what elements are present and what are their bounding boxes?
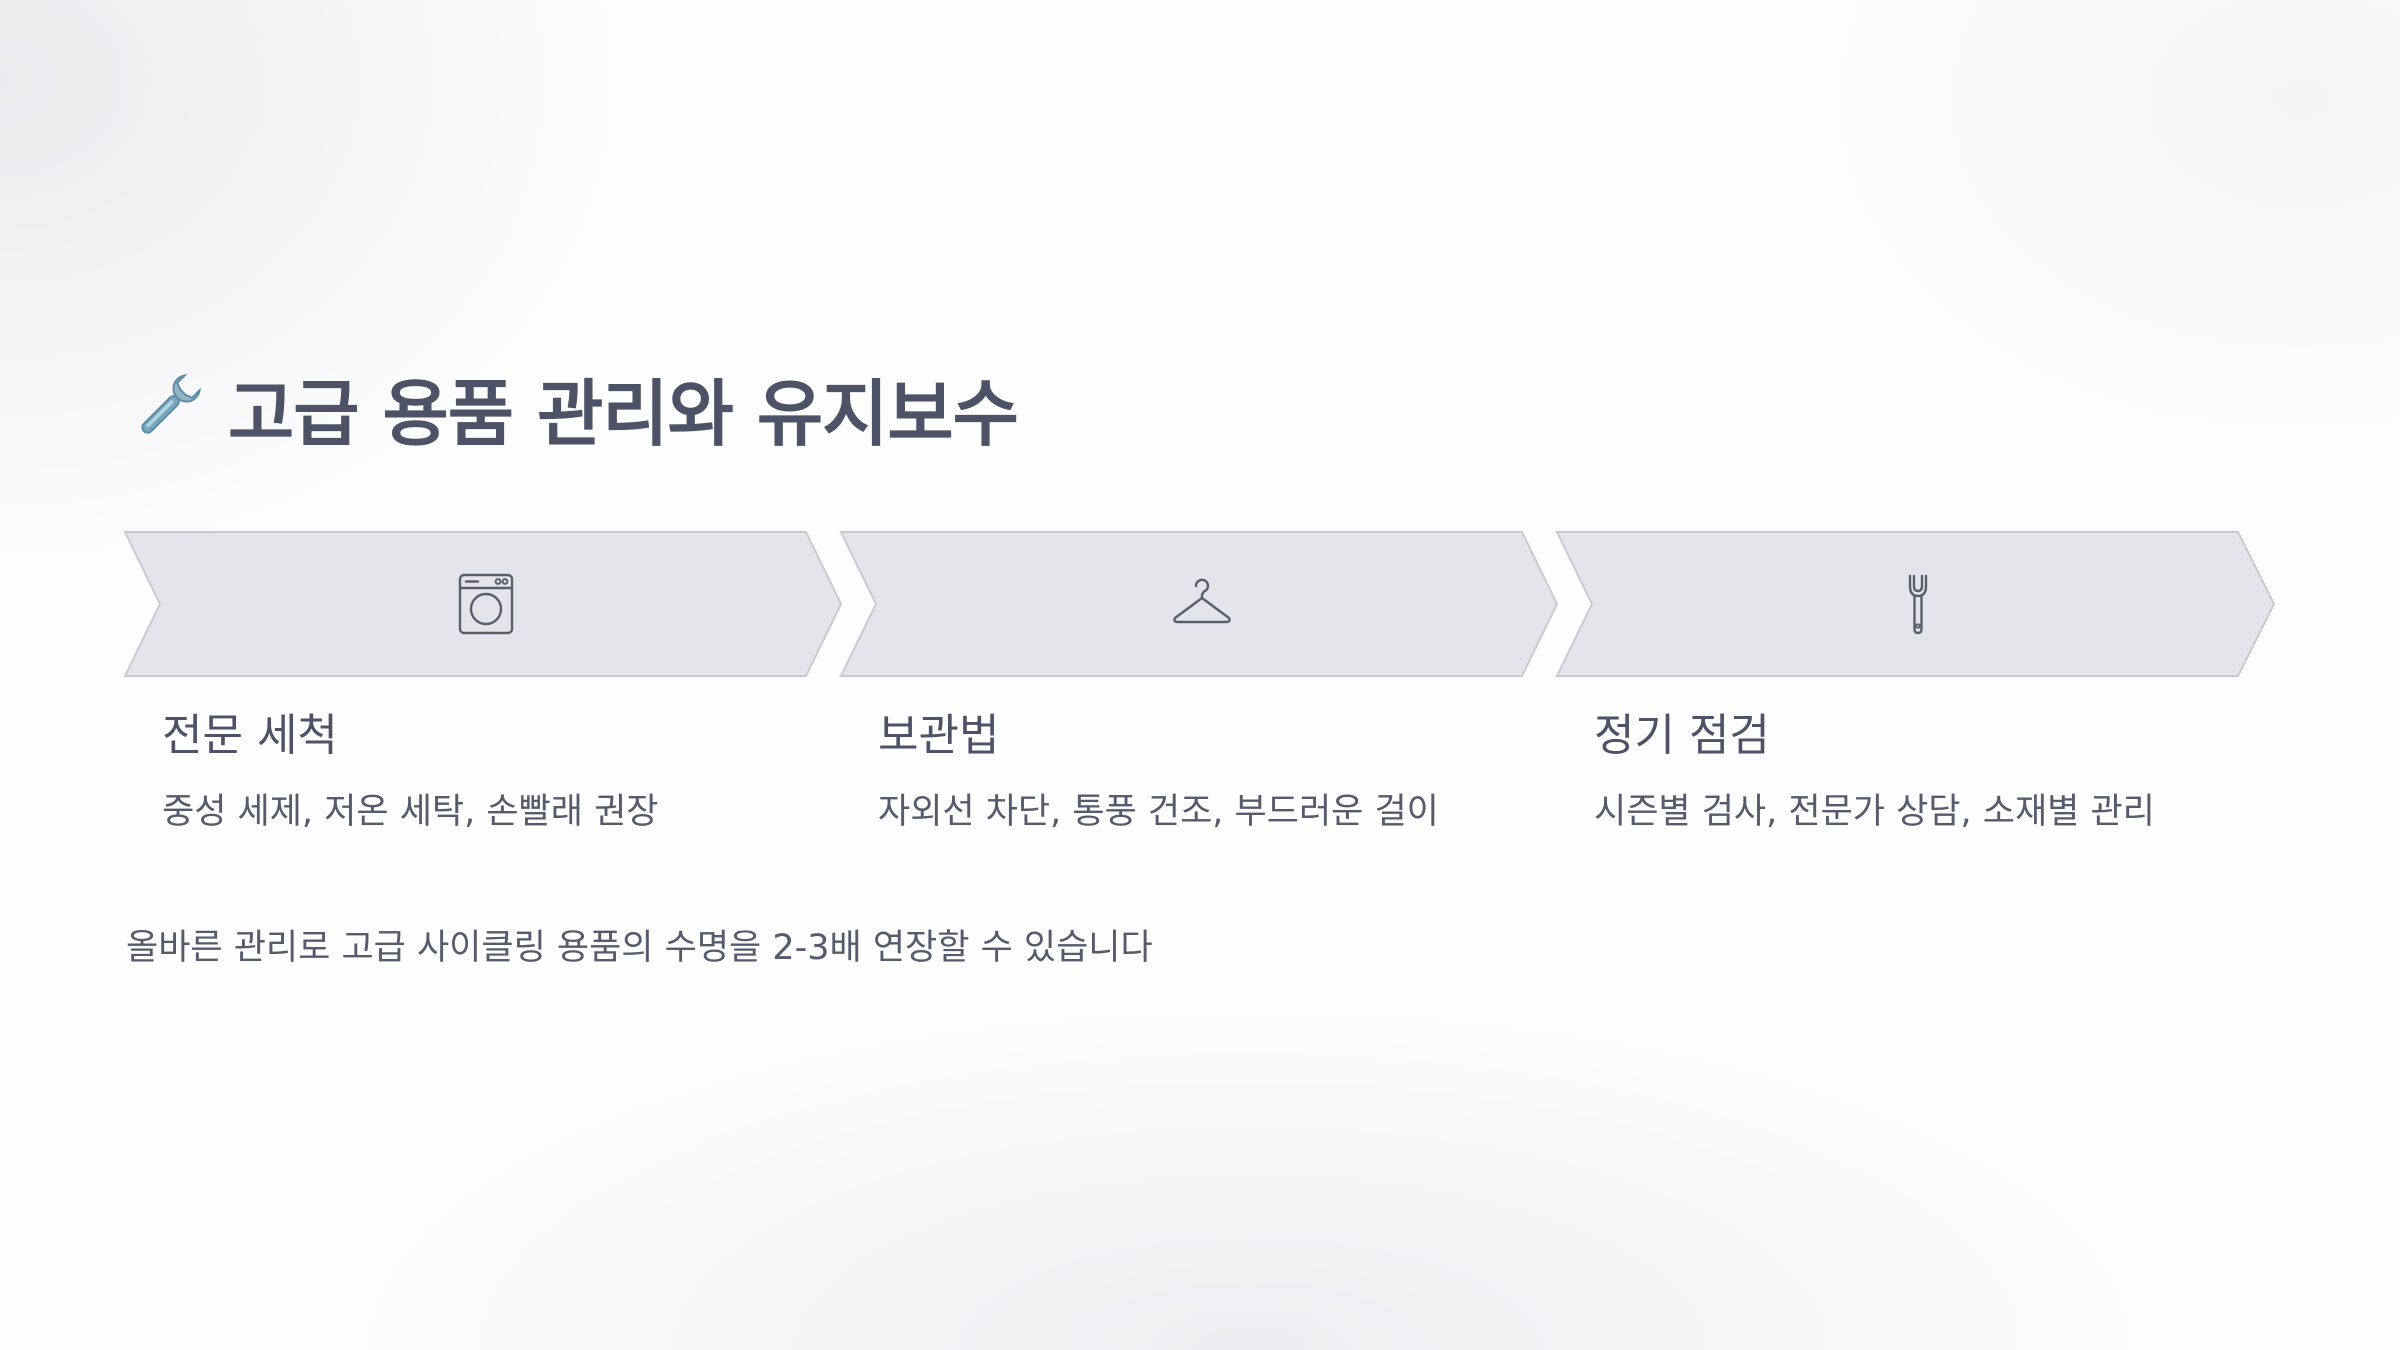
wrench-icon [141,374,201,434]
step-description: 시즌별 검사, 전문가 상담, 소재별 관리 [1594,792,2155,832]
chevron-step-2 [839,531,1559,677]
wrench-icon [1908,574,1928,635]
process-chevrons [124,530,2276,678]
washing-machine-icon [458,573,514,635]
step-description: 중성 세제, 저온 세탁, 손빨래 권장 [162,792,659,832]
step-title: 전문 세척 [162,710,338,761]
step-captions: 전문 세척 중성 세제, 저온 세탁, 손빨래 권장 보관법 자외선 차단, 통… [0,705,2400,855]
page-title-text: 고급 용품 관리와 유지보수 [228,371,1019,456]
step-caption-storage: 보관법 자외선 차단, 통풍 건조, 부드러운 걸이 [878,705,1538,835]
step-description: 자외선 차단, 통풍 건조, 부드러운 걸이 [878,792,1439,832]
chevron-step-1 [124,531,843,677]
page-title: 고급 용품 관리와 유지보수 [126,362,1019,456]
step-title: 보관법 [878,710,1000,761]
step-caption-inspection: 정기 점검 시즌별 검사, 전문가 상담, 소재별 관리 [1594,705,2254,835]
step-title: 정기 점검 [1594,710,1770,761]
hanger-icon [1173,578,1231,624]
step-caption-cleaning: 전문 세척 중성 세제, 저온 세탁, 손빨래 권장 [162,705,822,835]
footer-note: 올바른 관리로 고급 사이클링 용품의 수명을 2-3배 연장할 수 있습니다 [126,928,1153,968]
